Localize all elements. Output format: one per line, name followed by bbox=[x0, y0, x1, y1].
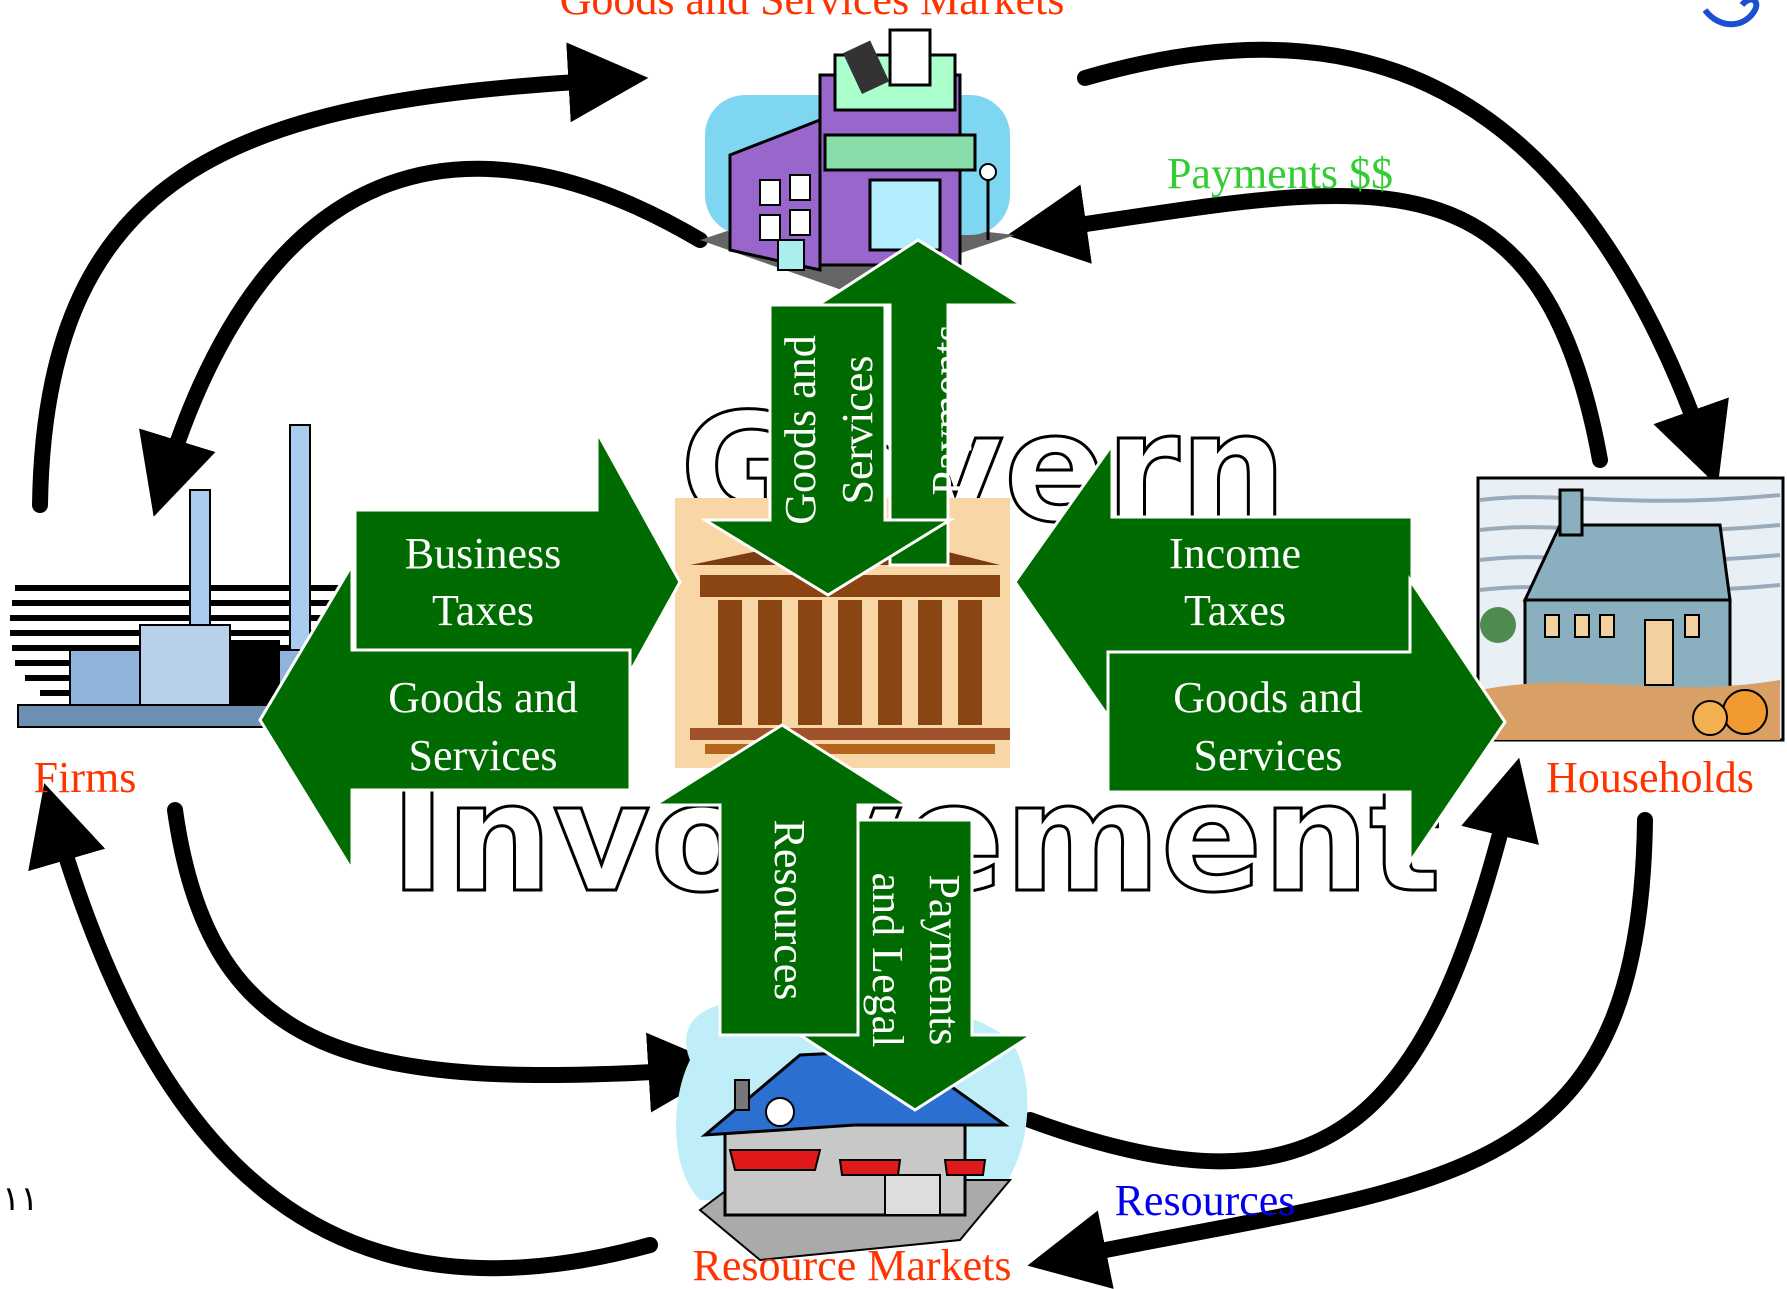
arrow-households-to-resource-market bbox=[1027, 812, 1653, 1289]
business-taxes-line2: Taxes bbox=[432, 586, 534, 635]
income-taxes-line2: Taxes bbox=[1184, 586, 1286, 635]
income-taxes-line1: Income bbox=[1169, 529, 1301, 578]
arrow-resource-market-to-households bbox=[1022, 757, 1539, 1170]
goods-left-line2: Services bbox=[408, 731, 557, 780]
arrow-resource-market-to-firms bbox=[28, 783, 658, 1277]
resources-bottom-label: Resources bbox=[765, 820, 814, 1001]
payments-label: Payments $$ bbox=[1167, 149, 1393, 198]
goods-services-right-arrow bbox=[1106, 575, 1507, 867]
resource-markets-label: Resource Markets bbox=[693, 1241, 1012, 1289]
corner-swirl-icon bbox=[1702, 0, 1760, 28]
payments-legal-line1: Payments bbox=[920, 874, 969, 1045]
payments-top-label: Payments bbox=[923, 324, 972, 495]
goods-markets-label: Goods and Services Markets bbox=[560, 0, 1065, 24]
goods-right-line1: Goods and bbox=[1173, 673, 1362, 722]
government-arrows bbox=[258, 238, 1507, 1112]
arrow-firms-to-goods-market bbox=[32, 42, 649, 513]
payments-legal-line2: and Legal bbox=[863, 873, 912, 1048]
households-label: Households bbox=[1546, 753, 1754, 802]
goods-services-left-arrow bbox=[258, 559, 632, 876]
resources-label: Resources bbox=[1115, 1176, 1296, 1225]
goods-right-line2: Services bbox=[1193, 731, 1342, 780]
goods-store-image bbox=[700, 28, 1015, 300]
goods-top-line1: Goods and bbox=[776, 335, 825, 524]
arrow-goods-market-to-households bbox=[1077, 41, 1729, 487]
payments-legal-arrow bbox=[794, 818, 1038, 1112]
arrow-households-payments bbox=[1006, 184, 1608, 468]
goods-top-line2: Services bbox=[833, 355, 882, 504]
goods-left-line1: Goods and bbox=[388, 673, 577, 722]
arrow-goods-market-to-firms bbox=[139, 160, 708, 517]
factory-image bbox=[10, 424, 360, 728]
business-taxes-line1: Business bbox=[405, 529, 561, 578]
goods-services-top-arrow bbox=[699, 303, 956, 597]
arrow-firms-to-resource-market bbox=[167, 802, 729, 1113]
house-image bbox=[1476, 476, 1785, 742]
firms-label: Firms bbox=[34, 753, 137, 802]
slide-number-mark: ١١ bbox=[2, 1181, 39, 1218]
flow-arrows bbox=[28, 41, 1729, 1289]
